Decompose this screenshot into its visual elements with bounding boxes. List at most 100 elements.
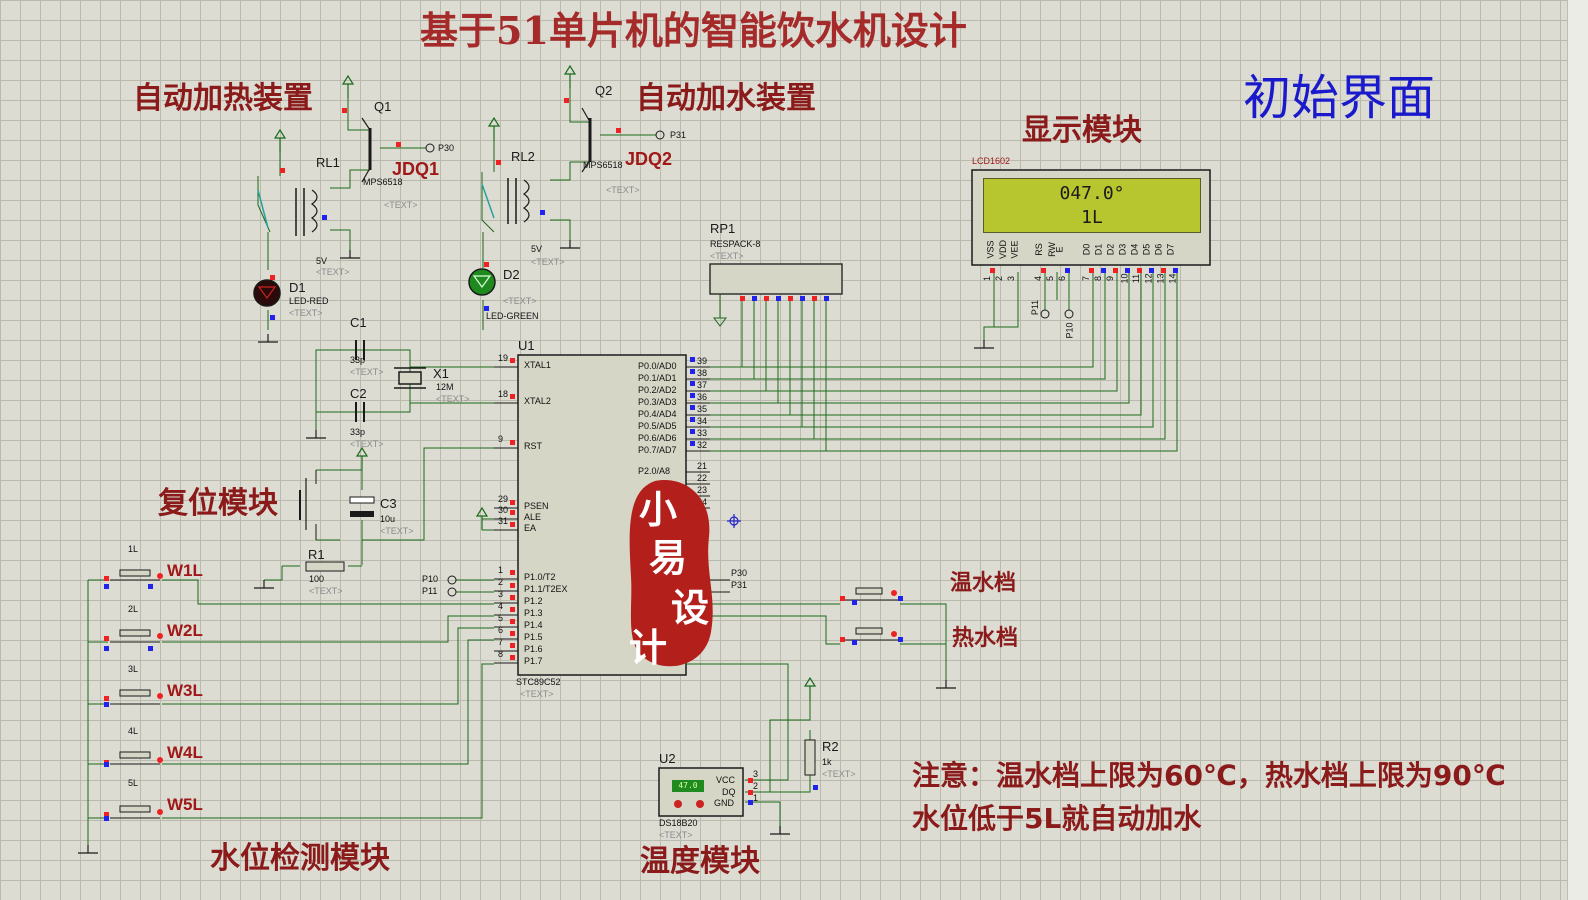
capacitor-c1[interactable] xyxy=(355,340,365,360)
lcd-p11-label: P11 xyxy=(1030,299,1041,316)
text-placeholder: <TEXT> xyxy=(380,526,414,536)
mcu-pin-label: P0.4/AD4 xyxy=(638,409,677,419)
switch-label: W5L xyxy=(167,795,203,814)
hot-water-button[interactable] xyxy=(842,627,898,641)
page-title: 基于51单片机的智能饮水机设计 xyxy=(420,8,967,53)
lcd-pin-num: 12 xyxy=(1143,273,1154,284)
watermark-char-2: 易 xyxy=(649,535,688,580)
warm-water-label: 温水档 xyxy=(950,570,1017,596)
watermark-char-1: 小 xyxy=(639,487,678,532)
scroll-strip xyxy=(1567,0,1588,900)
r2-label: R2 xyxy=(822,739,839,754)
mcu-pin-label: XTAL2 xyxy=(524,396,551,406)
module-temp-label: 温度模块 xyxy=(640,844,760,879)
text-placeholder: <TEXT> xyxy=(289,308,323,318)
mcu-pin-num: 33 xyxy=(697,428,708,438)
jdq1-label: JDQ1 xyxy=(392,159,440,179)
lcd-pin-label: RS xyxy=(1033,243,1044,256)
text-placeholder: <TEXT> xyxy=(606,185,640,195)
relay-rl2[interactable] xyxy=(481,178,530,224)
switch-w1l[interactable] xyxy=(110,569,160,581)
lcd-pin-num: 9 xyxy=(1105,275,1116,282)
r1-label: R1 xyxy=(308,547,325,562)
rl1-label: RL1 xyxy=(316,155,340,170)
status-label: 初始界面 xyxy=(1243,70,1436,126)
led-d1[interactable] xyxy=(253,279,281,307)
relay-rl1[interactable] xyxy=(257,188,318,236)
switch-w4l[interactable] xyxy=(110,751,160,765)
transistor-q1[interactable] xyxy=(361,117,372,183)
mcu-pin-num: 37 xyxy=(697,380,708,390)
switch-w5l[interactable] xyxy=(110,805,160,819)
module-display-label: 显示模块 xyxy=(1022,113,1142,148)
switch-w3l[interactable] xyxy=(110,689,160,705)
mcu-pin-label: PSEN xyxy=(524,501,549,511)
c1-value: 33p xyxy=(350,355,366,365)
sensor-pin-gnd: GND xyxy=(714,798,734,808)
mcu-pin-num: 9 xyxy=(498,434,504,444)
mcu-pin-label: P1.0/T2 xyxy=(524,572,556,582)
resistor-pack-rp1[interactable] xyxy=(709,263,843,327)
led-d2[interactable] xyxy=(468,268,496,296)
text-placeholder: <TEXT> xyxy=(384,200,418,210)
r2-value: 1k xyxy=(822,757,832,767)
sensor-pin-dq: DQ xyxy=(722,787,736,797)
lcd-pin-label: D1 xyxy=(1093,243,1104,256)
mcu-pin-num: 39 xyxy=(697,356,708,366)
lcd-line-2: 1L xyxy=(1081,207,1103,228)
lcd-pin-num: 3 xyxy=(1006,275,1017,282)
u2-label: U2 xyxy=(659,751,676,766)
module-level-label: 水位检测模块 xyxy=(210,841,390,876)
lcd-p10-label: P10 xyxy=(1064,322,1075,339)
lcd-pin-num: 2 xyxy=(994,275,1005,282)
text-placeholder: <TEXT> xyxy=(436,394,470,404)
sensor-ds18b20[interactable] xyxy=(658,767,744,817)
mcu-pin-num: 34 xyxy=(697,416,708,426)
lcd-line-1: 047.0° xyxy=(1059,183,1125,204)
mcu-name: U1 xyxy=(518,338,535,353)
note-line-2: 水位低于5L就自动加水 xyxy=(912,802,1202,835)
mcu-pin-num: 1 xyxy=(498,565,504,575)
capacitor-c2[interactable] xyxy=(355,402,365,422)
p10-label: P10 xyxy=(422,574,439,584)
module-reset-label: 复位模块 xyxy=(158,486,278,521)
capacitor-c3[interactable] xyxy=(349,496,375,517)
mcu-pin-label: XTAL1 xyxy=(524,360,551,370)
text-placeholder: <TEXT> xyxy=(309,586,343,596)
mcu-pin-num: 8 xyxy=(498,649,504,659)
c3-label: C3 xyxy=(380,496,397,511)
watermark-shape xyxy=(629,480,713,667)
p30-port-label: P30 xyxy=(438,143,455,153)
lcd-pin-num: 11 xyxy=(1131,273,1142,284)
mcu-pin-num: 19 xyxy=(498,353,509,363)
mcu-pin-num: 23 xyxy=(697,485,708,495)
sensor-pin-num-2: 2 xyxy=(753,781,759,791)
lcd-pin-num: 14 xyxy=(1167,273,1178,284)
lcd-pin-label: D4 xyxy=(1129,243,1140,256)
lcd-pin-num: 4 xyxy=(1033,275,1044,282)
switch-w2l[interactable] xyxy=(110,629,160,643)
x1-label: X1 xyxy=(433,366,449,381)
warm-water-button[interactable] xyxy=(842,587,898,601)
module-water-label: 自动加水装置 xyxy=(636,81,816,116)
lcd-pin-label: VEE xyxy=(1009,240,1020,259)
crystal-x1[interactable] xyxy=(394,367,426,389)
resistor-r1[interactable] xyxy=(305,561,345,572)
transistor-q2[interactable] xyxy=(581,107,592,173)
switch-top-label: 1L xyxy=(128,544,139,554)
mcu-pin-num: 4 xyxy=(498,601,504,611)
lcd-pin-label: VSS xyxy=(985,240,996,259)
reset-button[interactable] xyxy=(299,470,317,540)
mcu-pin-label: P0.2/AD2 xyxy=(638,385,677,395)
mcu-pin-num: 31 xyxy=(498,516,509,526)
lcd-pin-num: 10 xyxy=(1119,273,1130,284)
p11-label: P11 xyxy=(422,586,438,596)
mcu-pin-num: 5 xyxy=(498,613,504,623)
lcd-pin-num: 7 xyxy=(1081,275,1092,282)
mcu-pin-num: 18 xyxy=(498,389,509,399)
mcu-pin-num: 36 xyxy=(697,392,708,402)
q2-label: Q2 xyxy=(595,83,613,98)
resistor-r2[interactable] xyxy=(804,739,816,776)
sensor-model: DS18B20 xyxy=(659,818,698,828)
mcu-pin-label: P1.4 xyxy=(524,620,543,630)
